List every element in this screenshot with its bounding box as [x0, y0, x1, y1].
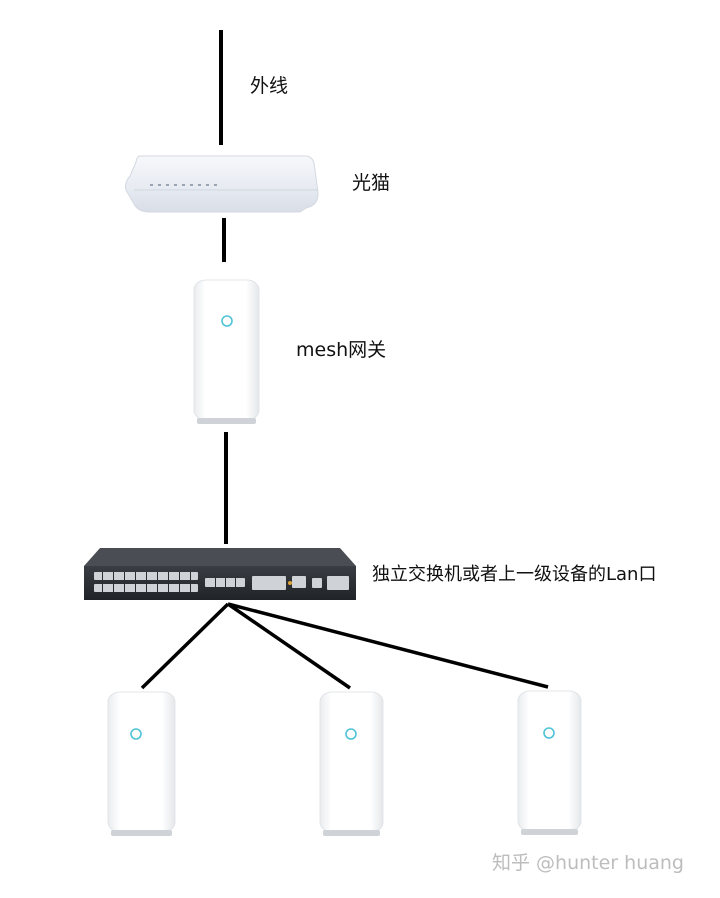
- network-switch-icon: [84, 548, 356, 600]
- switch-label: 独立交换机或者上一级设备的Lan口: [372, 564, 657, 585]
- node-right-indicator-light: [543, 727, 555, 739]
- optical-modem-label: 光猫: [352, 172, 391, 194]
- modem-indicator-lights: [150, 184, 217, 186]
- gateway-indicator-light: [221, 315, 233, 327]
- node-left-indicator-light: [130, 728, 142, 740]
- mesh-node-left-icon: [107, 691, 176, 836]
- mesh-node-middle-icon: [319, 691, 384, 836]
- node-middle-indicator-light: [345, 728, 357, 740]
- mesh-gateway-label: mesh网关: [296, 339, 387, 361]
- mesh-node-right-icon: [517, 690, 582, 835]
- mesh-gateway-icon: [193, 279, 260, 424]
- outer-line-label: 外线: [250, 75, 289, 97]
- switch-to-node-right-cable: [227, 602, 549, 689]
- optical-modem-icon: [125, 155, 319, 213]
- watermark: 知乎 @hunter huang: [492, 852, 684, 874]
- switch-to-node-middle-cable: [227, 602, 351, 690]
- switch-to-node-left-cable: [140, 602, 230, 690]
